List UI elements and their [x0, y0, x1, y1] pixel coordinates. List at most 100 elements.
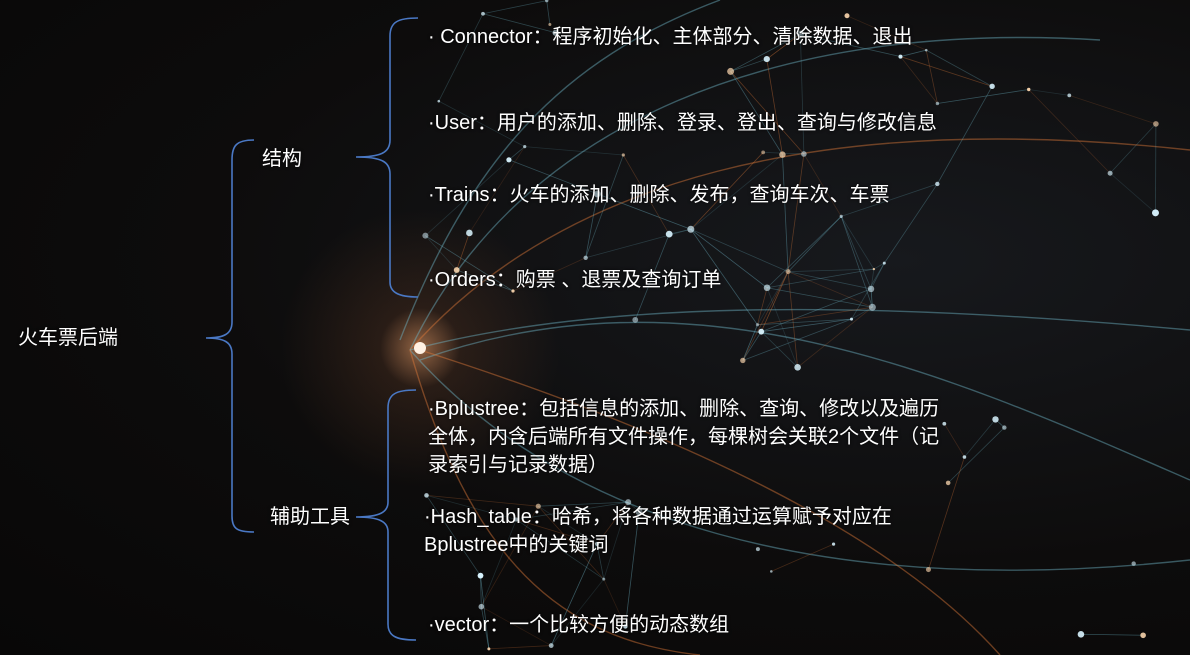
network-node — [1027, 87, 1031, 92]
network-link — [766, 216, 842, 289]
network-link — [788, 268, 874, 273]
network-link — [782, 154, 789, 272]
network-link — [634, 234, 670, 320]
network-link — [622, 154, 670, 235]
network-link — [1028, 89, 1070, 96]
network-link — [925, 50, 938, 104]
network-arc — [419, 349, 1001, 655]
network-arc — [409, 349, 1190, 571]
network-link — [840, 216, 875, 270]
network-link — [757, 306, 873, 326]
network-node — [466, 229, 473, 237]
network-link — [761, 318, 852, 333]
network-node — [1153, 121, 1159, 127]
network-link — [425, 235, 514, 292]
network-link — [771, 543, 834, 572]
network-node — [511, 289, 515, 293]
network-node — [477, 572, 484, 579]
network-node — [487, 647, 491, 651]
network-link — [1109, 123, 1157, 174]
item-orders: ·Orders：购票 、退票及查询订单 — [428, 269, 722, 291]
network-link — [761, 288, 872, 333]
network-link — [438, 100, 525, 147]
network-link — [846, 15, 927, 51]
network-link — [438, 13, 484, 102]
network-node — [593, 190, 601, 198]
network-node — [779, 151, 786, 158]
network-node — [1131, 561, 1136, 566]
network-node — [552, 29, 559, 36]
network-node — [942, 421, 947, 426]
network-node — [687, 225, 695, 233]
network-link — [766, 287, 798, 368]
network-node — [625, 499, 632, 506]
item-user: ·User：用户的添加、删除、登录、登出、查询与修改信息 — [428, 112, 937, 134]
network-link — [797, 306, 873, 368]
network-link — [456, 269, 514, 292]
network-link — [742, 331, 762, 361]
network-link — [603, 578, 626, 627]
network-node — [761, 150, 766, 155]
network-link — [799, 34, 805, 154]
network-link — [690, 154, 783, 230]
root-node-label: 火车票后端 — [18, 327, 118, 349]
network-link — [1069, 94, 1157, 125]
network-link — [426, 495, 481, 576]
network-link — [883, 183, 938, 264]
network-link — [480, 575, 482, 607]
network-node — [925, 567, 931, 573]
group-tools-label: 辅助工具 — [270, 506, 350, 528]
network-node — [1107, 170, 1113, 176]
network-link — [766, 287, 873, 308]
network-link — [516, 519, 598, 545]
network-link — [742, 318, 852, 361]
network-link — [757, 271, 789, 325]
network-link — [766, 268, 874, 289]
network-link — [870, 262, 885, 290]
network-link — [928, 456, 965, 570]
network-link — [947, 427, 1005, 484]
network-node — [1067, 93, 1072, 98]
network-node — [437, 99, 441, 103]
network-link — [787, 216, 842, 272]
network-node — [635, 508, 643, 516]
network-link — [524, 146, 624, 156]
network-link — [1080, 633, 1144, 636]
network-link — [603, 502, 629, 580]
network-link — [873, 262, 885, 270]
network-center-glow — [414, 342, 426, 354]
network-link — [788, 271, 872, 290]
network-node — [665, 230, 673, 238]
network-node — [898, 54, 903, 59]
network-node — [523, 145, 527, 149]
network-link — [508, 159, 598, 195]
network-node — [758, 328, 765, 335]
network-link — [760, 271, 789, 332]
network-link — [426, 494, 517, 520]
network-link — [585, 193, 598, 258]
network-node — [583, 255, 588, 260]
network-node — [514, 517, 519, 522]
network-link — [787, 271, 873, 308]
network-link — [624, 511, 640, 627]
network-link — [480, 519, 517, 607]
network-link — [585, 154, 624, 258]
network-link — [426, 494, 539, 507]
item-connector: · Connector：程序初始化、主体部分、清除数据、退出 — [428, 26, 913, 48]
network-lines — [399, 0, 1190, 655]
network-node — [935, 101, 940, 106]
network-node — [868, 303, 876, 311]
network-node — [844, 13, 850, 19]
network-link — [690, 228, 768, 289]
network-link — [516, 501, 629, 520]
network-link — [596, 543, 605, 580]
network-link — [937, 89, 1029, 104]
network-node — [794, 364, 801, 371]
network-node — [801, 151, 807, 157]
network-node — [935, 181, 940, 187]
network-link — [803, 153, 842, 217]
item-bplustree: ·Bplustree：包括信息的添加、删除、查询、修改以及遍历全体，内含后端所有… — [428, 398, 940, 476]
network-node — [548, 22, 552, 26]
network-node — [621, 153, 625, 157]
